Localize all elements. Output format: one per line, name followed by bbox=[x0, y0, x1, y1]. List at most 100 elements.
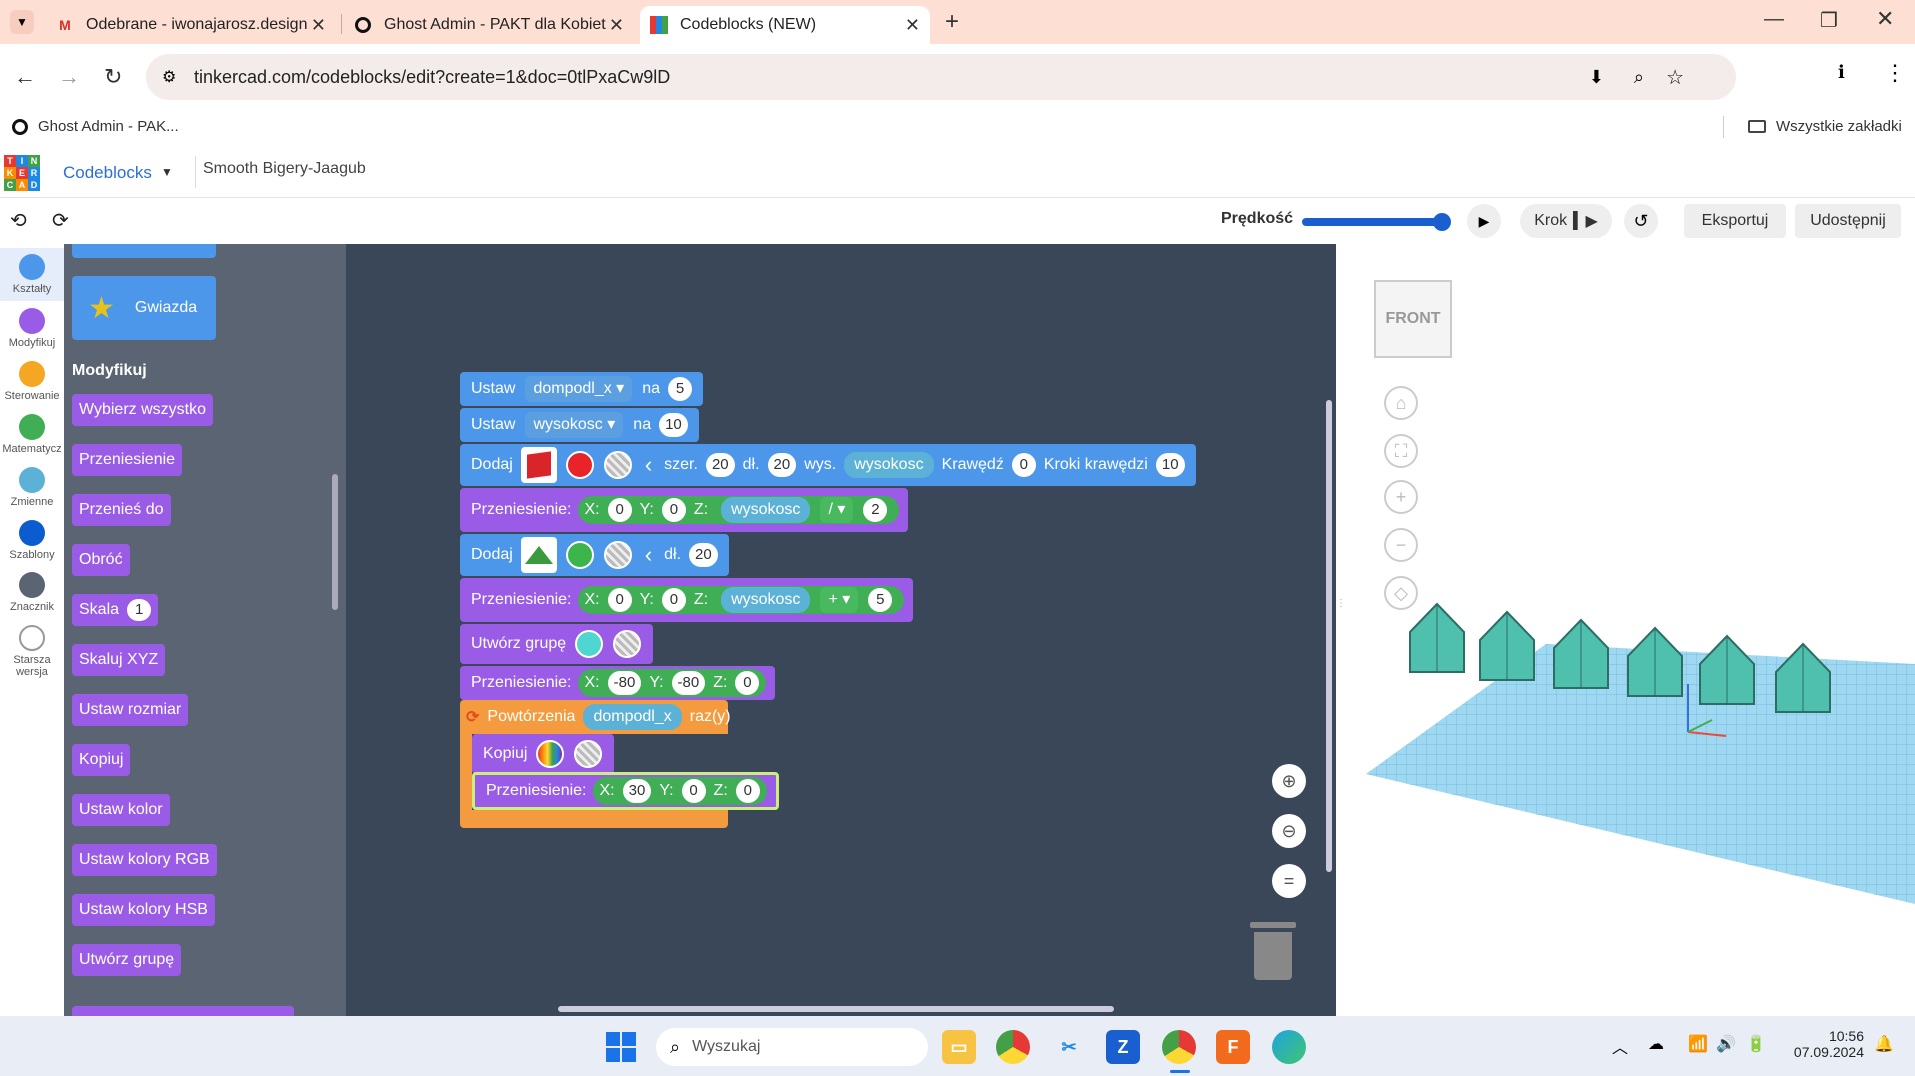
chrome-active-icon[interactable] bbox=[1162, 1030, 1196, 1064]
number-input[interactable]: 0 bbox=[661, 588, 686, 612]
category-variables[interactable]: Zmienne bbox=[0, 461, 64, 514]
workspace-vertical-scrollbar[interactable] bbox=[1326, 400, 1332, 872]
reset-button[interactable]: ↺ bbox=[1624, 204, 1658, 238]
fit-view-icon[interactable]: ⛶ bbox=[1384, 434, 1418, 468]
number-input[interactable]: -80 bbox=[671, 671, 706, 695]
palette-block-set-color[interactable]: Ustaw kolor bbox=[72, 794, 170, 826]
variable-dropdown[interactable]: wysokosc ▾ bbox=[525, 412, 624, 438]
hole-toggle-icon[interactable] bbox=[603, 541, 632, 569]
number-input[interactable]: 30 bbox=[622, 779, 652, 803]
tab-search-button[interactable]: ▼ bbox=[10, 10, 34, 34]
box-shape-icon[interactable] bbox=[520, 447, 557, 483]
bookmark-star-icon[interactable]: ☆ bbox=[1666, 66, 1684, 89]
close-icon[interactable]: ✕ bbox=[310, 14, 326, 35]
zoom-icon[interactable]: ⌕ bbox=[1633, 66, 1644, 87]
math-operator-block[interactable]: wysokosc / ▾ 2 bbox=[714, 496, 895, 524]
variable-reporter[interactable]: dompodl_x bbox=[583, 704, 682, 730]
set-variable-block[interactable]: Ustaw dompodl_x ▾ na 5 bbox=[460, 372, 704, 406]
zoom-out-button[interactable]: ⊖ bbox=[1272, 814, 1306, 848]
copy-block[interactable]: Kopiuj bbox=[472, 734, 615, 774]
taskbar-search-input[interactable]: ⌕ Wyszukaj bbox=[656, 1028, 928, 1066]
palette-scrollbar[interactable] bbox=[332, 474, 338, 610]
url-field[interactable]: ⚙ tinkercad.com/codeblocks/edit?create=1… bbox=[146, 54, 1736, 100]
number-input[interactable]: 20 bbox=[705, 453, 735, 477]
redo-icon[interactable]: ⟳ bbox=[52, 210, 69, 232]
file-explorer-icon[interactable]: ▭ bbox=[942, 1030, 976, 1064]
category-legacy[interactable]: Starsza wersja bbox=[0, 619, 64, 684]
number-input[interactable]: 2 bbox=[863, 498, 888, 522]
install-icon[interactable]: ⬇ bbox=[1588, 66, 1604, 87]
undo-icon[interactable]: ⟲ bbox=[10, 210, 27, 232]
palette-block-set-hsb[interactable]: Ustaw kolory HSB bbox=[72, 894, 215, 926]
palette-block-set-rgb[interactable]: Ustaw kolory RGB bbox=[72, 844, 217, 876]
all-bookmarks[interactable]: Wszystkie zakładki bbox=[1748, 118, 1902, 135]
move-block[interactable]: Przeniesienie: X:0 Y:0 Z: wysokosc / ▾ 2 bbox=[460, 488, 909, 532]
hole-toggle-icon[interactable] bbox=[603, 451, 632, 479]
number-input[interactable]: 0 bbox=[607, 498, 632, 522]
variable-dropdown[interactable]: dompodl_x ▾ bbox=[525, 376, 633, 402]
snipping-tool-icon[interactable]: ✂ bbox=[1061, 1036, 1077, 1057]
volume-icon[interactable]: 🔊 bbox=[1716, 1036, 1736, 1053]
category-control[interactable]: Sterowanie bbox=[0, 355, 64, 408]
number-input[interactable]: 0 bbox=[735, 671, 760, 695]
chevron-down-icon[interactable]: ▼ bbox=[161, 165, 173, 179]
reload-icon[interactable]: ↻ bbox=[104, 64, 123, 89]
minimize-button[interactable]: — bbox=[1764, 8, 1784, 30]
multicolor-swatch[interactable] bbox=[536, 740, 565, 768]
cloud-icon[interactable]: ☁ bbox=[1648, 1036, 1664, 1053]
view-cube[interactable]: FRONT bbox=[1374, 280, 1452, 358]
bookmark-ghost-admin[interactable]: Ghost Admin - PAK... bbox=[12, 118, 179, 135]
move-block[interactable]: Przeniesienie: X:-80 Y:-80 Z:0 bbox=[460, 666, 776, 700]
palette-block-move-to[interactable]: Przenieś do bbox=[72, 494, 171, 526]
operator-dropdown[interactable]: / ▾ bbox=[820, 497, 854, 523]
number-input[interactable]: 5 bbox=[668, 377, 693, 401]
slider-handle[interactable] bbox=[1433, 213, 1451, 231]
edge-icon[interactable] bbox=[1272, 1030, 1306, 1064]
palette-star-block[interactable]: ★ Gwiazda bbox=[72, 276, 216, 340]
forward-icon[interactable]: → bbox=[58, 64, 80, 89]
variable-reporter[interactable]: wysokosc bbox=[844, 452, 934, 478]
collapse-chevron-icon[interactable]: ‹ bbox=[644, 542, 653, 567]
new-tab-button[interactable]: + bbox=[945, 8, 960, 35]
variable-reporter[interactable]: wysokosc bbox=[721, 587, 811, 613]
number-input[interactable]: 20 bbox=[767, 453, 797, 477]
number-input[interactable]: 0 bbox=[661, 498, 686, 522]
number-input[interactable]: 10 bbox=[1155, 453, 1185, 477]
app-f-icon[interactable]: F bbox=[1216, 1030, 1250, 1064]
battery-icon[interactable]: 🔋 bbox=[1746, 1036, 1766, 1053]
number-input[interactable]: 10 bbox=[659, 413, 688, 437]
number-input[interactable]: 0 bbox=[607, 588, 632, 612]
site-settings-icon[interactable]: ⚙ bbox=[162, 69, 177, 86]
play-button[interactable]: ▶ bbox=[1467, 204, 1501, 238]
design-name[interactable]: Smooth Bigery-Jaagub bbox=[203, 160, 366, 177]
close-icon[interactable]: ✕ bbox=[904, 14, 920, 35]
hole-toggle-icon[interactable] bbox=[574, 740, 603, 768]
color-swatch-red[interactable] bbox=[565, 451, 594, 479]
windows-start-icon[interactable] bbox=[606, 1032, 636, 1062]
category-math[interactable]: Matematycz bbox=[0, 408, 64, 461]
number-input[interactable]: 0 bbox=[1011, 453, 1036, 477]
speed-slider[interactable] bbox=[1302, 213, 1451, 231]
3d-viewport[interactable]: FRONT ⌂ ⛶ + − ◇ ⋮ bbox=[1336, 244, 1915, 1016]
trash-icon[interactable] bbox=[1250, 922, 1296, 980]
number-input[interactable]: 0 bbox=[681, 779, 706, 803]
export-button[interactable]: Eksportuj bbox=[1684, 204, 1786, 238]
codeblocks-menu[interactable]: Codeblocks bbox=[63, 163, 152, 182]
palette-block-set-size[interactable]: Ustaw rozmiar bbox=[72, 694, 189, 726]
zoom-out-icon[interactable]: − bbox=[1384, 528, 1418, 562]
share-button[interactable]: Udostępnij bbox=[1795, 204, 1901, 238]
roof-shape-icon[interactable] bbox=[520, 537, 557, 573]
tab-gmail[interactable]: M Odebrane - iwonajarosz.design ✕ bbox=[46, 6, 336, 44]
zoom-in-icon[interactable]: + bbox=[1384, 480, 1418, 514]
palette-shape-block[interactable] bbox=[72, 244, 216, 258]
chrome-icon[interactable] bbox=[996, 1030, 1030, 1064]
add-roof-block[interactable]: Dodaj ‹ dł. 20 bbox=[460, 534, 729, 576]
zoom-app-icon[interactable]: Z bbox=[1106, 1030, 1140, 1064]
tinkercad-logo[interactable]: T I N K E R C A D bbox=[4, 155, 40, 191]
palette-block-move[interactable]: Przeniesienie bbox=[72, 444, 183, 476]
category-shapes[interactable]: Kształty bbox=[0, 248, 64, 301]
operator-dropdown[interactable]: + ▾ bbox=[820, 587, 859, 613]
move-block[interactable]: Przeniesienie: X:0 Y:0 Z: wysokosc + ▾ 5 bbox=[460, 578, 914, 622]
palette-block-create-group[interactable]: Utwórz grupę bbox=[72, 944, 182, 976]
